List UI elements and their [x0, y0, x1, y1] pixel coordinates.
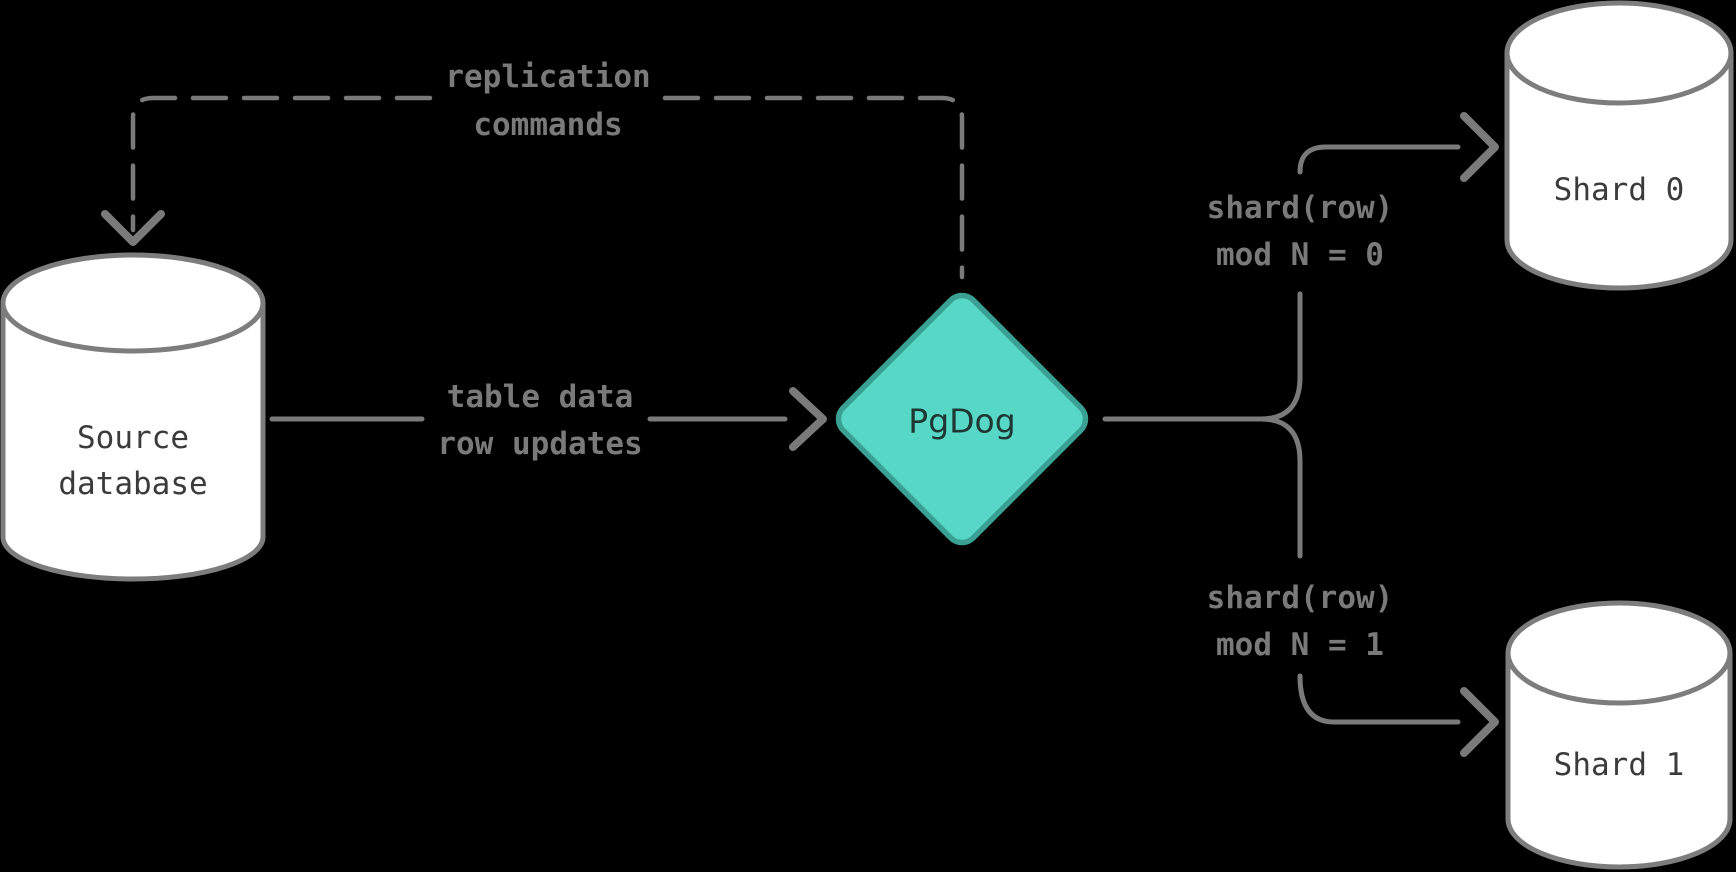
shard0-label: Shard 0 — [1554, 172, 1685, 208]
replication-edge-right-segment — [662, 95, 965, 280]
replication-edge: replication commands — [101, 59, 965, 280]
shard0-node: Shard 0 — [1504, 0, 1734, 291]
arrowhead-right-icon — [1460, 687, 1499, 757]
shard1-edge: shard(row) mod N = 1 — [1207, 416, 1499, 757]
fork-up-curve — [1258, 291, 1303, 422]
table-data-edge-label-line1: table data — [447, 379, 634, 415]
cylinder-body-shape — [1504, 53, 1734, 291]
arrowhead-right-icon — [1460, 112, 1499, 182]
cylinder-top-shape — [1505, 600, 1733, 706]
shard0-edge-label-line1: shard(row) — [1207, 190, 1394, 226]
shard1-label: Shard 1 — [1554, 747, 1685, 783]
shard0-edge-top-segment — [1297, 144, 1461, 175]
table-data-edge: table data row updates — [269, 379, 827, 462]
shard1-edge-label-line1: shard(row) — [1207, 580, 1394, 616]
pgdog-node: PgDog — [835, 292, 1089, 546]
replication-edge-label-line1: replication — [445, 59, 650, 95]
cylinder-body-shape — [0, 303, 266, 582]
replication-edge-label-line2: commands — [473, 107, 622, 143]
replication-edge-left-segment — [130, 95, 433, 233]
cylinder-top-shape — [1504, 0, 1734, 106]
shard1-edge-bottom-segment — [1297, 673, 1461, 725]
source-database-node: Source database — [0, 252, 266, 582]
shard0-edge-label-line2: mod N = 0 — [1216, 237, 1384, 273]
pgdog-label: PgDog — [908, 402, 1015, 441]
arrowhead-right-icon — [789, 387, 827, 451]
shard1-edge-label-line2: mod N = 1 — [1216, 627, 1384, 663]
fork-down-curve — [1258, 416, 1303, 559]
source-database-label-line1: Source — [77, 420, 189, 456]
source-database-label-line2: database — [58, 466, 207, 502]
arrowhead-down-icon — [101, 210, 165, 246]
cylinder-top-shape — [0, 252, 266, 354]
diamond-shape — [835, 292, 1089, 546]
shard0-edge: shard(row) mod N = 0 — [1102, 112, 1499, 422]
cylinder-body-shape — [1505, 653, 1733, 870]
table-data-edge-label-line2: row updates — [437, 426, 642, 462]
shard1-node: Shard 1 — [1505, 600, 1733, 870]
